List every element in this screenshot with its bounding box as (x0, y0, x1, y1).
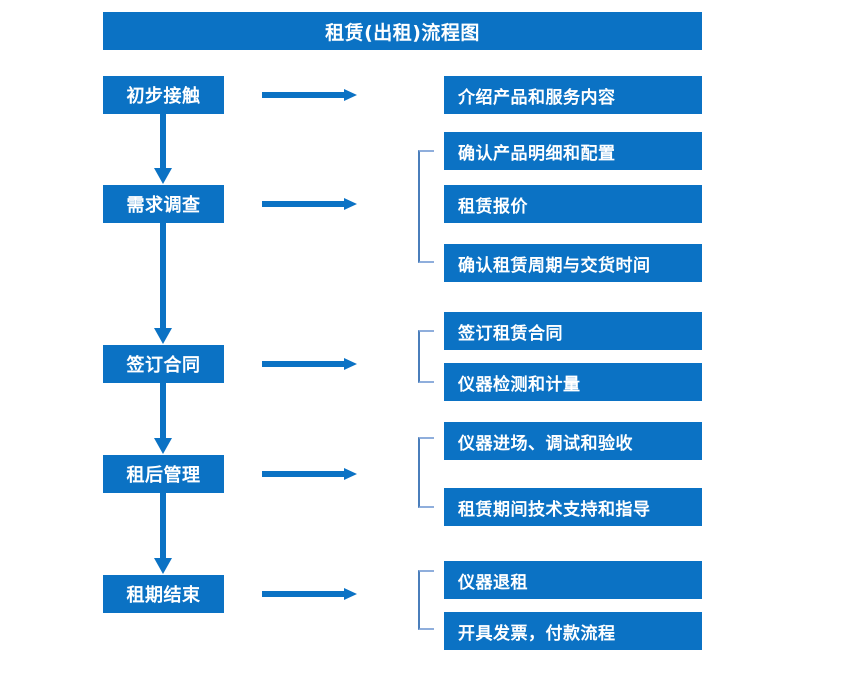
down-arrow-icon-1 (152, 114, 174, 185)
detail-box-2[interactable]: 确认产品明细和配置 (444, 132, 702, 170)
stage-box-4[interactable]: 租后管理 (103, 455, 224, 493)
detail-label: 确认租赁周期与交货时间 (458, 255, 651, 276)
down-arrow-icon-4 (152, 493, 174, 575)
group-bracket-4 (418, 570, 434, 630)
right-arrow-icon-3 (262, 357, 358, 371)
detail-label: 租赁期间技术支持和指导 (458, 499, 651, 520)
right-arrow-icon-4 (262, 467, 358, 481)
detail-box-8[interactable]: 租赁期间技术支持和指导 (444, 488, 702, 526)
stage-label: 签订合同 (126, 355, 201, 376)
detail-label: 介绍产品和服务内容 (458, 87, 616, 108)
stage-label: 需求调查 (126, 195, 201, 216)
group-bracket-3 (418, 437, 434, 508)
stage-label: 租后管理 (126, 465, 201, 486)
detail-box-9[interactable]: 仪器退租 (444, 561, 702, 599)
right-arrow-icon-5 (262, 587, 358, 601)
detail-box-5[interactable]: 签订租赁合同 (444, 312, 702, 350)
detail-label: 签订租赁合同 (458, 323, 563, 344)
stage-box-2[interactable]: 需求调查 (103, 185, 224, 223)
down-arrow-icon-2 (152, 223, 174, 345)
chart-title-bar: 租赁(出租)流程图 (103, 12, 702, 50)
detail-box-4[interactable]: 确认租赁周期与交货时间 (444, 244, 702, 282)
detail-label: 仪器退租 (458, 572, 528, 593)
detail-box-1[interactable]: 介绍产品和服务内容 (444, 76, 702, 114)
detail-box-3[interactable]: 租赁报价 (444, 185, 702, 223)
detail-label: 租赁报价 (458, 196, 528, 217)
detail-label: 仪器检测和计量 (458, 374, 581, 395)
detail-box-10[interactable]: 开具发票，付款流程 (444, 612, 702, 650)
right-arrow-icon-2 (262, 197, 358, 211)
detail-label: 开具发票，付款流程 (458, 623, 616, 644)
detail-label: 仪器进场、调试和验收 (458, 433, 633, 454)
stage-box-5[interactable]: 租期结束 (103, 575, 224, 613)
detail-label: 确认产品明细和配置 (458, 143, 616, 164)
detail-box-6[interactable]: 仪器检测和计量 (444, 363, 702, 401)
right-arrow-icon-1 (262, 88, 358, 102)
stage-label: 租期结束 (126, 585, 201, 606)
stage-box-1[interactable]: 初步接触 (103, 76, 224, 114)
down-arrow-icon-3 (152, 383, 174, 455)
chart-title: 租赁(出租)流程图 (325, 21, 480, 44)
stage-box-3[interactable]: 签订合同 (103, 345, 224, 383)
group-bracket-1 (418, 150, 434, 263)
group-bracket-2 (418, 330, 434, 383)
detail-box-7[interactable]: 仪器进场、调试和验收 (444, 422, 702, 460)
stage-label: 初步接触 (126, 86, 201, 107)
